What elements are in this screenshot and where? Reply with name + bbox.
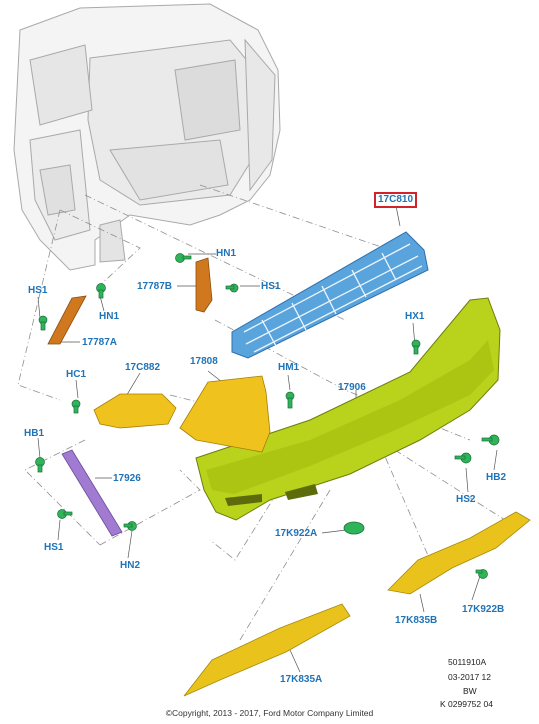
label-hx1: HX1 <box>405 311 425 322</box>
label-17K835A: 17K835A <box>280 674 323 685</box>
label-17808: 17808 <box>190 356 218 367</box>
part-17906-bumper-cover <box>195 297 501 521</box>
label-hc1: HC1 <box>66 369 87 380</box>
label-hs1-bottom: HS1 <box>44 542 64 553</box>
label-17K835B: 17K835B <box>395 615 438 626</box>
label-hn2: HN2 <box>120 560 141 571</box>
drawing-reference: K 0299752 04 <box>440 699 493 709</box>
fasteners <box>35 253 500 579</box>
part-17K922A-pad <box>343 521 365 535</box>
part-17926-strip <box>61 449 123 537</box>
label-hs1-left: HS1 <box>28 285 48 296</box>
copyright-notice: ©Copyright, 2013 - 2017, Ford Motor Comp… <box>165 708 374 718</box>
part-17C810-deflector <box>231 231 429 359</box>
drawing-code: BW <box>463 686 477 696</box>
part-17808-side-piece <box>179 375 271 453</box>
label-17C882: 17C882 <box>125 362 161 373</box>
part-17C882-bracket <box>93 393 177 429</box>
part-17K835B-skirt <box>387 511 531 595</box>
part-17K835A-skirt <box>183 603 351 697</box>
vehicle-rear-body <box>13 3 281 271</box>
label-17K922B: 17K922B <box>462 604 505 615</box>
label-17787B: 17787B <box>137 281 173 292</box>
label-hm1: HM1 <box>278 362 300 373</box>
label-hn1-left: HN1 <box>99 311 120 322</box>
label-hs2: HS2 <box>456 494 476 505</box>
label-17926: 17926 <box>113 473 141 484</box>
part-17787A-bracket <box>47 295 87 345</box>
label-17787A: 17787A <box>82 337 118 348</box>
drawing-date: 03-2017 12 <box>448 672 492 682</box>
label-hb2: HB2 <box>486 472 507 483</box>
pointer-lines <box>37 205 498 673</box>
label-17K922A: 17K922A <box>275 528 318 539</box>
part-17787B-bracket <box>195 257 213 313</box>
drawing-number: 5011910A <box>448 657 487 667</box>
label-17906: 17906 <box>338 382 366 393</box>
label-17C810: 17C810 <box>374 192 418 208</box>
label-hn1-top: HN1 <box>216 248 237 259</box>
label-hb1: HB1 <box>24 428 45 439</box>
label-hs1-mid: HS1 <box>261 281 281 292</box>
